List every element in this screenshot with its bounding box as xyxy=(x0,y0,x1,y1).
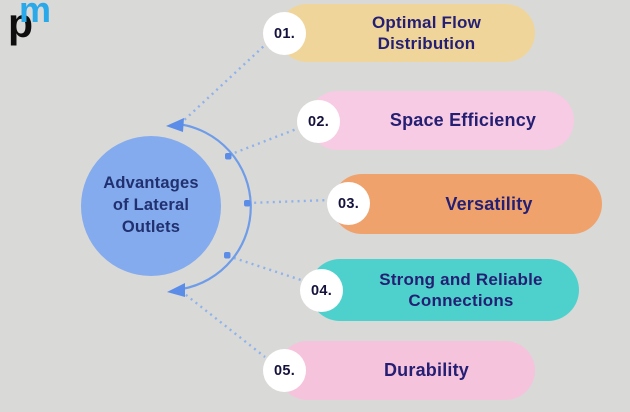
number-badge-4: 04. xyxy=(300,269,343,312)
dotted-spokes xyxy=(179,44,331,358)
number-badge-5: 05. xyxy=(263,349,306,392)
arc-nodes xyxy=(224,153,251,259)
arc-node xyxy=(224,252,231,259)
hub-title-line: Advantages xyxy=(103,174,199,193)
hub-circle: Advantages of Lateral Outlets xyxy=(81,136,221,276)
advantage-pill-4: Strong and Reliable Connections xyxy=(309,259,579,321)
number-badge-3: 03. xyxy=(327,182,370,225)
arrow-top-icon xyxy=(166,118,184,132)
arc-arrowheads xyxy=(166,118,185,297)
hub-arc xyxy=(177,122,252,291)
hub-title-line: Outlets xyxy=(121,217,181,236)
advantage-label: Optimal Flow Distribution xyxy=(371,12,482,53)
spoke-2 xyxy=(228,126,300,157)
hub-title-line: of Lateral xyxy=(112,196,190,215)
number-badge-2: 02. xyxy=(297,100,340,143)
advantage-pill-1: Optimal Flow Distribution xyxy=(278,4,535,62)
advantage-pill-5: Durability xyxy=(278,341,535,400)
advantage-label: Durability xyxy=(383,360,469,380)
spoke-1 xyxy=(179,44,266,125)
spoke-4 xyxy=(227,254,302,282)
spoke-5 xyxy=(180,290,266,358)
brand-logo: p m xyxy=(8,0,68,64)
advantage-pill-2: Space Efficiency xyxy=(308,91,574,150)
advantage-label: Strong and Reliable Connections xyxy=(379,269,543,310)
advantage-label: Versatility xyxy=(445,193,533,214)
number-badge-1: 01. xyxy=(263,12,306,55)
arc-node xyxy=(225,153,232,160)
spoke-3 xyxy=(247,198,331,205)
logo-letter-p: p xyxy=(8,0,33,46)
arrow-bottom-icon xyxy=(167,283,185,297)
advantage-label: Space Efficiency xyxy=(389,110,537,130)
advantage-pill-3: Versatility xyxy=(332,174,602,234)
logo-letter-m: m xyxy=(19,0,51,30)
arc-node xyxy=(244,200,251,207)
